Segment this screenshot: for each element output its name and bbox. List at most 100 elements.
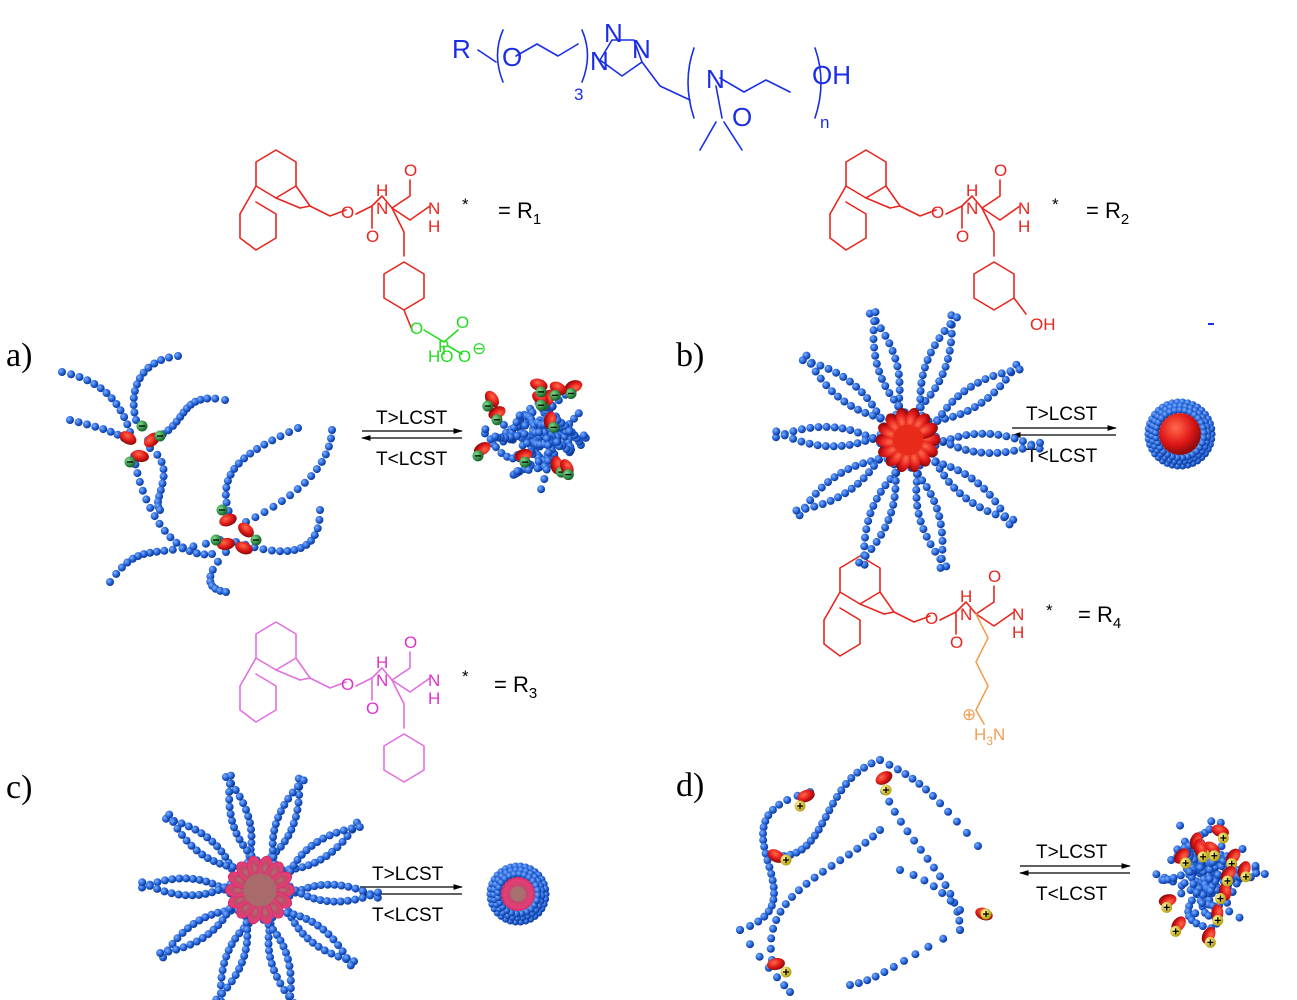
polymer-bead — [286, 976, 295, 985]
arrow-c-reverse-label: T<LCST — [372, 905, 444, 926]
r1-eq-label: = R1 — [498, 198, 541, 228]
polymer-bead — [872, 359, 881, 368]
polymer-bead — [802, 879, 811, 888]
polymer-bead — [945, 346, 954, 355]
polymer-bead — [524, 465, 533, 474]
polymer-bead — [861, 838, 870, 847]
polymer-bead — [337, 881, 346, 890]
polymer-bead — [222, 588, 230, 596]
polymer-bead — [844, 465, 853, 474]
r3-oxygen-ester: O — [341, 675, 354, 694]
polymer-bead — [213, 557, 222, 566]
polymer-bead — [366, 891, 375, 900]
polymer-bead — [846, 981, 854, 989]
polymer-bead — [1217, 842, 1226, 851]
polymer-bead — [266, 953, 275, 962]
polymer-bead — [168, 545, 177, 554]
polymer-bead — [208, 888, 216, 897]
polymer-bead — [241, 945, 250, 954]
polymer-bead — [895, 378, 904, 387]
r4-eq-label: = R4 — [1078, 602, 1121, 632]
polymer-bead — [946, 896, 955, 905]
polymer-bead — [872, 494, 881, 503]
collapsed-core — [1159, 413, 1201, 455]
polymer-bead — [876, 413, 885, 422]
polymer-bead — [968, 499, 977, 508]
polymer-bead — [75, 373, 84, 381]
polymer-bead — [542, 434, 551, 443]
polymer-bead — [207, 910, 216, 919]
polymer-bead — [977, 398, 986, 407]
polymer-bead — [940, 471, 949, 480]
polymer-bead — [871, 972, 880, 981]
polymer-bead — [310, 882, 319, 891]
peptide-head — [119, 431, 137, 445]
r1-structure: O O H N O N H * = R1 O P O O HO ⊖ — [239, 149, 541, 366]
r3-carbonyl-oxygen: O — [366, 699, 379, 718]
polymer-bead — [221, 490, 230, 499]
polymer-bead — [847, 774, 856, 782]
panel-b-label: b) — [676, 337, 704, 374]
polymer-bead — [117, 563, 126, 572]
polymer-bead — [891, 354, 900, 363]
polymer-bead — [896, 866, 904, 874]
panel-a-unimers-illustration — [58, 352, 336, 596]
polymer-bead — [160, 887, 169, 896]
polymer-bead — [759, 829, 767, 838]
polymer-bead — [113, 430, 122, 439]
polymer-bead — [182, 836, 191, 845]
polymer-bead — [285, 428, 294, 437]
polymer-bead — [235, 835, 244, 844]
polymer-bead — [933, 417, 942, 425]
anion-charge — [154, 430, 166, 442]
polymer-bead — [123, 558, 132, 567]
polymer-bead — [946, 463, 955, 472]
polymer-bead — [523, 439, 532, 448]
panel-c-label: c) — [6, 769, 32, 806]
polymer-bead — [542, 465, 551, 474]
polymer-bead — [954, 443, 962, 452]
anion-charge — [548, 421, 560, 433]
polymer-bead — [853, 479, 862, 488]
polymer-bead — [1176, 406, 1184, 414]
polymer-bead — [107, 394, 116, 403]
polymer-bead — [766, 944, 775, 953]
peptide-head — [767, 957, 785, 971]
polymer-bead — [736, 926, 744, 934]
r3-structure: O O H N O N H * = R3 — [239, 621, 537, 783]
polymer-bead — [769, 924, 778, 933]
polymer-bead — [862, 525, 871, 534]
polymer-bead — [173, 934, 182, 943]
polymer-bead — [195, 875, 204, 884]
polymer-bead — [164, 947, 173, 956]
polymer-bead — [847, 484, 856, 493]
polymer-bead — [319, 925, 328, 934]
polymer-bead — [223, 983, 232, 992]
polymer-bead — [225, 795, 234, 804]
arrow-b-reverse-label: T<LCST — [1026, 446, 1098, 467]
polymer-bead — [574, 409, 583, 418]
polymer-bead — [817, 483, 826, 492]
polymer-bead — [876, 487, 885, 496]
polymer-bead — [839, 372, 848, 381]
polymer-bead — [276, 547, 284, 556]
polymer-bead — [260, 440, 269, 449]
phosphate-p: P — [438, 337, 449, 356]
polymer-bead — [245, 818, 254, 827]
polymer-bead — [323, 897, 331, 906]
r1-oxygen-ester: O — [341, 203, 354, 222]
polymer-bead — [760, 912, 769, 921]
polymer-bead — [269, 833, 278, 841]
polymer-bead — [901, 770, 910, 778]
polymer-bead — [769, 883, 778, 892]
polymer-bead — [860, 763, 868, 772]
polymer-bead — [342, 954, 351, 963]
polymer-bead — [1192, 888, 1201, 897]
polymer-bead — [130, 387, 139, 395]
polymer-bead — [1006, 367, 1015, 376]
anion-charge — [535, 399, 547, 411]
polymer-bead — [914, 509, 923, 518]
polymer-bead — [1192, 919, 1201, 928]
polymer-bead — [328, 847, 337, 856]
polymer-bead — [860, 542, 869, 551]
